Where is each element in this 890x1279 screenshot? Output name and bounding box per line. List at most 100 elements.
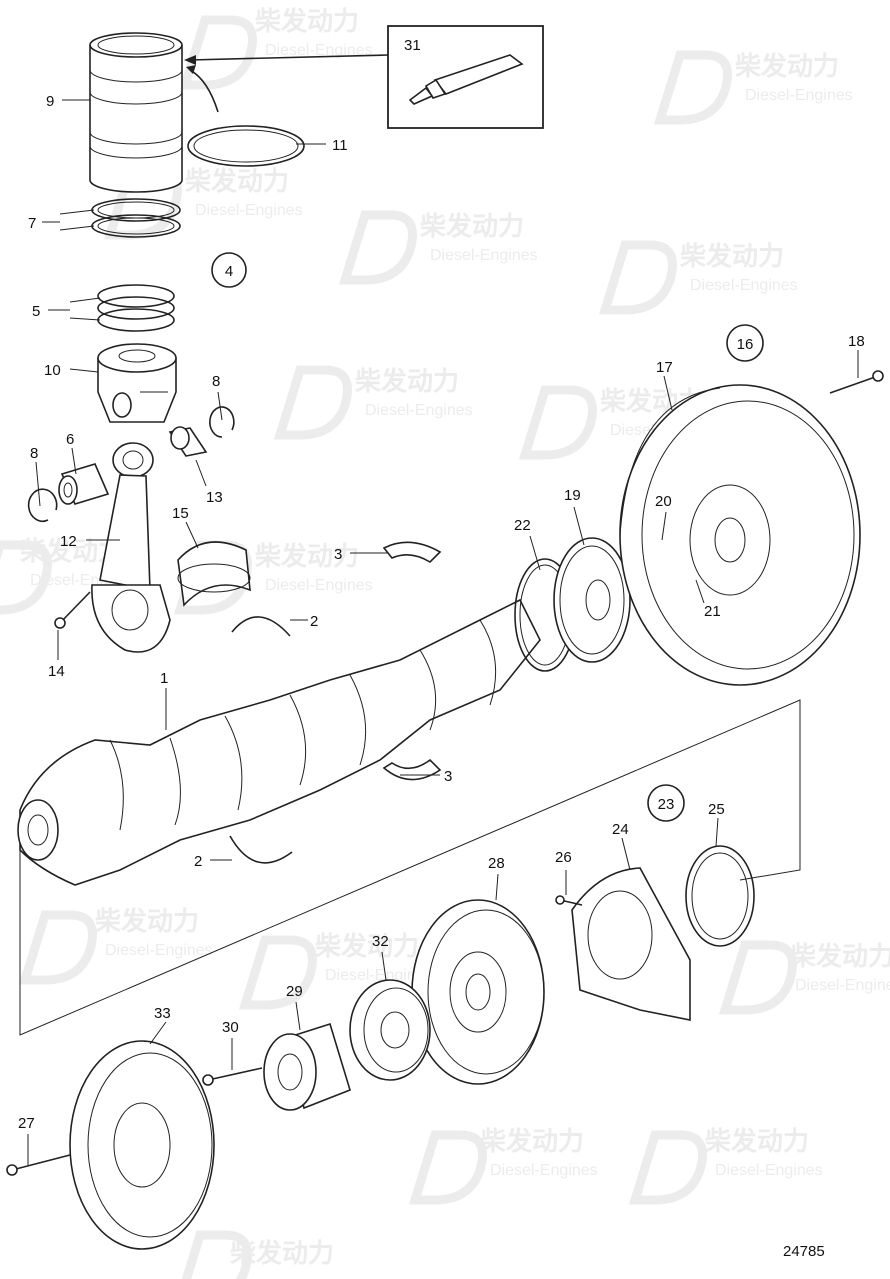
watermark-1: 柴发动力 Diesel-Engines — [178, 6, 373, 90]
watermark-brand-14: 柴发动力 — [704, 1126, 809, 1157]
liner-o-rings — [91, 198, 181, 238]
callout-9: 9 — [46, 93, 54, 110]
circled-callout-4: 4 — [211, 252, 247, 288]
callout-33: 33 — [154, 1005, 171, 1022]
callout-labels: 9 11 31 7 5 10 8 8 6 13 15 12 14 3 2 1 2… — [18, 37, 865, 1260]
watermark-brand-5: 柴发动力 — [679, 241, 784, 272]
callout-30: 30 — [222, 1019, 239, 1036]
watermark-sub-13: Diesel-Engines — [490, 1162, 598, 1179]
watermark-brand-1: 柴发动力 — [254, 6, 359, 37]
callout-29: 29 — [286, 983, 303, 1000]
watermark-sub-5: Diesel-Engines — [690, 277, 798, 294]
watermark-sub-12: Diesel-Engines — [795, 977, 890, 994]
watermark-brand-11: 柴发动力 — [314, 931, 419, 962]
callout-21: 21 — [704, 603, 721, 620]
callout-25: 25 — [708, 801, 725, 818]
thrust-washer-upper — [231, 616, 291, 637]
callout-27: 27 — [18, 1115, 35, 1132]
callout-2-lower: 2 — [194, 853, 202, 870]
front-cover-housing — [571, 867, 691, 1021]
pulley-hub — [349, 979, 431, 1081]
watermark-14: 柴发动力 Diesel-Engines — [628, 1126, 823, 1205]
callout-3-lower: 3 — [444, 768, 452, 785]
watermark-sub-14: Diesel-Engines — [715, 1162, 823, 1179]
piston-rings — [97, 284, 175, 332]
watermark-5: 柴发动力 Diesel-Engines — [598, 240, 798, 315]
big-end-bearing — [177, 541, 251, 607]
vibration-damper — [69, 1040, 215, 1250]
callout-20: 20 — [655, 493, 672, 510]
watermark-6: 柴发动力 Diesel-Engines — [273, 365, 473, 440]
circled-callout-23: 23 — [647, 784, 685, 822]
callout-14: 14 — [48, 663, 65, 680]
callout-16: 16 — [737, 336, 754, 353]
watermark-sub-6: Diesel-Engines — [365, 402, 473, 419]
watermark-brand-9: 柴发动力 — [254, 541, 359, 572]
watermark-11: 柴发动力 Diesel-Engines — [238, 931, 433, 1010]
watermark-brand-3: 柴发动力 — [184, 166, 289, 197]
callout-23: 23 — [658, 796, 675, 813]
callout-6: 6 — [66, 431, 74, 448]
flywheel-bolt-long — [829, 370, 884, 394]
callout-10: 10 — [44, 362, 61, 379]
assembly-arrows — [184, 54, 389, 113]
watermark-brand-15: 柴发动力 — [229, 1238, 334, 1269]
watermark-sub-11: Diesel-Engines — [325, 967, 433, 984]
main-bearing-lower — [382, 758, 442, 781]
callout-8-right: 8 — [212, 373, 220, 390]
watermark-2: 柴发动力 Diesel-Engines — [653, 50, 853, 125]
callout-5: 5 — [32, 303, 40, 320]
watermark-sub-2: Diesel-Engines — [745, 87, 853, 104]
callout-11: 11 — [332, 137, 348, 154]
watermark-brand-10: 柴发动力 — [94, 906, 199, 937]
assembly-bracket — [19, 699, 801, 1036]
callout-8-left: 8 — [30, 445, 38, 462]
sealant-tube-box — [387, 25, 544, 129]
callout-17: 17 — [656, 359, 673, 376]
watermark-brand-13: 柴发动力 — [479, 1126, 584, 1157]
watermark-brand-2: 柴发动力 — [734, 51, 839, 82]
watermark-sub-9: Diesel-Engines — [265, 577, 373, 594]
flywheel — [619, 384, 861, 686]
watermark-sub-10: Diesel-Engines — [105, 942, 213, 959]
crankshaft-gear — [553, 537, 631, 663]
callout-7: 7 — [28, 215, 36, 232]
rod-bolt — [54, 591, 91, 629]
callout-1: 1 — [160, 670, 168, 687]
callout-4: 4 — [225, 263, 233, 280]
callout-19: 19 — [564, 487, 581, 504]
leader-lines — [27, 99, 859, 1165]
callout-2-upper: 2 — [310, 613, 318, 630]
small-end-bushing — [168, 426, 208, 457]
liner-seal-ring — [187, 125, 305, 167]
callout-26: 26 — [555, 849, 572, 866]
callout-18: 18 — [848, 333, 865, 350]
watermark-13: 柴发动力 Diesel-Engines — [408, 1126, 598, 1205]
callout-32: 32 — [372, 933, 389, 950]
callout-22: 22 — [514, 517, 531, 534]
watermark-brand-4: 柴发动力 — [419, 211, 524, 242]
watermark-4: 柴发动力 Diesel-Engines — [338, 210, 538, 285]
crankshaft — [17, 598, 541, 886]
front-seal — [685, 845, 755, 947]
watermark-12: 柴发动力 Diesel-Engines — [718, 940, 890, 1015]
watermark-sub-3: Diesel-Engines — [195, 202, 303, 219]
housing-bolt — [555, 895, 583, 906]
callout-13: 13 — [206, 489, 223, 506]
watermark-sub-4: Diesel-Engines — [430, 247, 538, 264]
callout-24: 24 — [612, 821, 629, 838]
connecting-rod — [91, 442, 171, 653]
main-bearing-upper — [382, 541, 442, 564]
drawing-number: 24785 — [783, 1243, 825, 1260]
watermark-15: 柴发动力 — [181, 1230, 334, 1279]
watermark-brand-6: 柴发动力 — [354, 366, 459, 397]
watermark-brand-12: 柴发动力 — [789, 941, 890, 972]
piston-pin — [58, 463, 110, 505]
cylinder-liner — [89, 32, 183, 193]
circlip-left — [27, 488, 58, 523]
piston — [97, 343, 177, 423]
vibration-damper-hub — [263, 1022, 351, 1111]
callout-31: 31 — [404, 37, 421, 54]
hub-bolt — [202, 1067, 263, 1086]
